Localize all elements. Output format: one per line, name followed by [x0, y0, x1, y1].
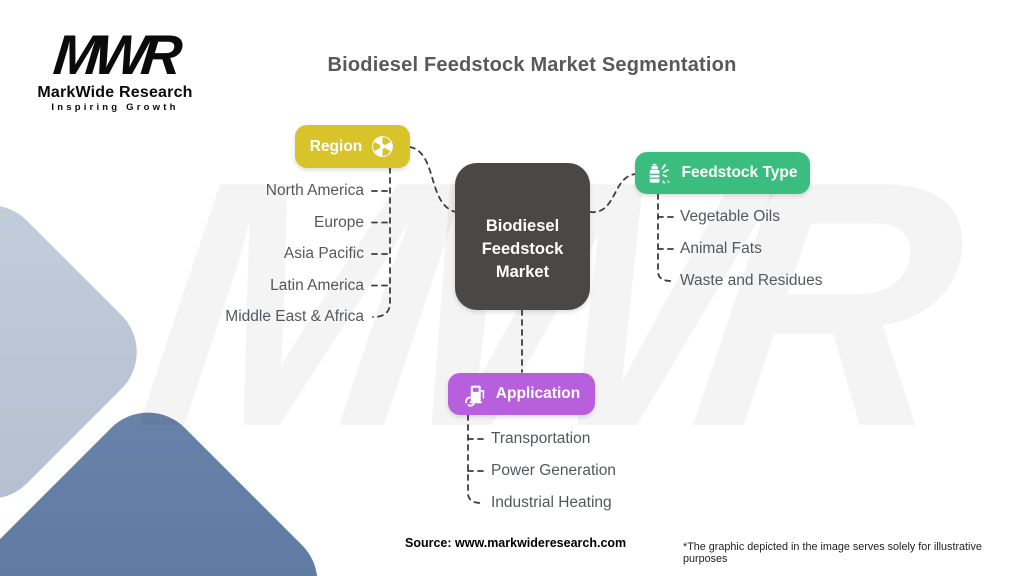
logo-tagline: Inspiring Growth: [51, 102, 179, 113]
connector-feedstock-spine: [657, 193, 673, 282]
list-item: Asia Pacific: [283, 245, 364, 262]
connector-center-to-feedstock: [589, 173, 637, 213]
markwide-logo: MWR MarkWide Research Inspiring Growth: [30, 23, 200, 114]
list-item: Middle East & Africa: [225, 308, 364, 325]
feedstock-items-list: Vegetable Oils Animal Fats Waste and Res…: [680, 206, 822, 302]
page-title: Biodiesel Feedstock Market Segmentation: [327, 54, 737, 76]
application-items-list: Transportation Power Generation Industri…: [491, 428, 616, 524]
list-item: Latin America: [270, 276, 364, 294]
application-label: Application: [495, 385, 581, 402]
branch-node-application: Application: [448, 373, 595, 415]
logo-name: MarkWide Research: [37, 84, 193, 101]
oil-container-icon: [647, 160, 673, 186]
list-item: Industrial Heating: [491, 494, 612, 511]
list-item: Waste and Residues: [680, 272, 823, 289]
connector-region-to-center: [409, 146, 457, 213]
list-item: Power Generation: [491, 462, 616, 479]
fuel-pump-icon: [463, 382, 488, 407]
region-label: Region: [309, 137, 363, 155]
globe-icon: [370, 134, 395, 159]
feedstock-type-label: Feedstock Type: [681, 164, 798, 181]
branch-node-region: Region: [295, 125, 410, 168]
connector-application-spine: [467, 414, 482, 504]
disclaimer-note: *The graphic depicted in the image serve…: [683, 541, 982, 565]
list-item: Transportation: [491, 430, 591, 447]
center-node-biodiesel-feedstock-market: Biodiesel Feedstock Market: [455, 163, 590, 310]
list-item: Europe: [314, 213, 364, 231]
list-item: Vegetable Oils: [680, 208, 780, 225]
branch-node-feedstock-type: Feedstock Type: [635, 152, 810, 194]
source-credit: Source: www.markwideresearch.com: [405, 536, 627, 550]
connector-region-spine: [372, 167, 391, 318]
list-item: North America: [265, 182, 364, 199]
list-item: Animal Fats: [680, 240, 762, 257]
region-items-list: North America Europe Asia Pacific Latin …: [225, 180, 364, 338]
